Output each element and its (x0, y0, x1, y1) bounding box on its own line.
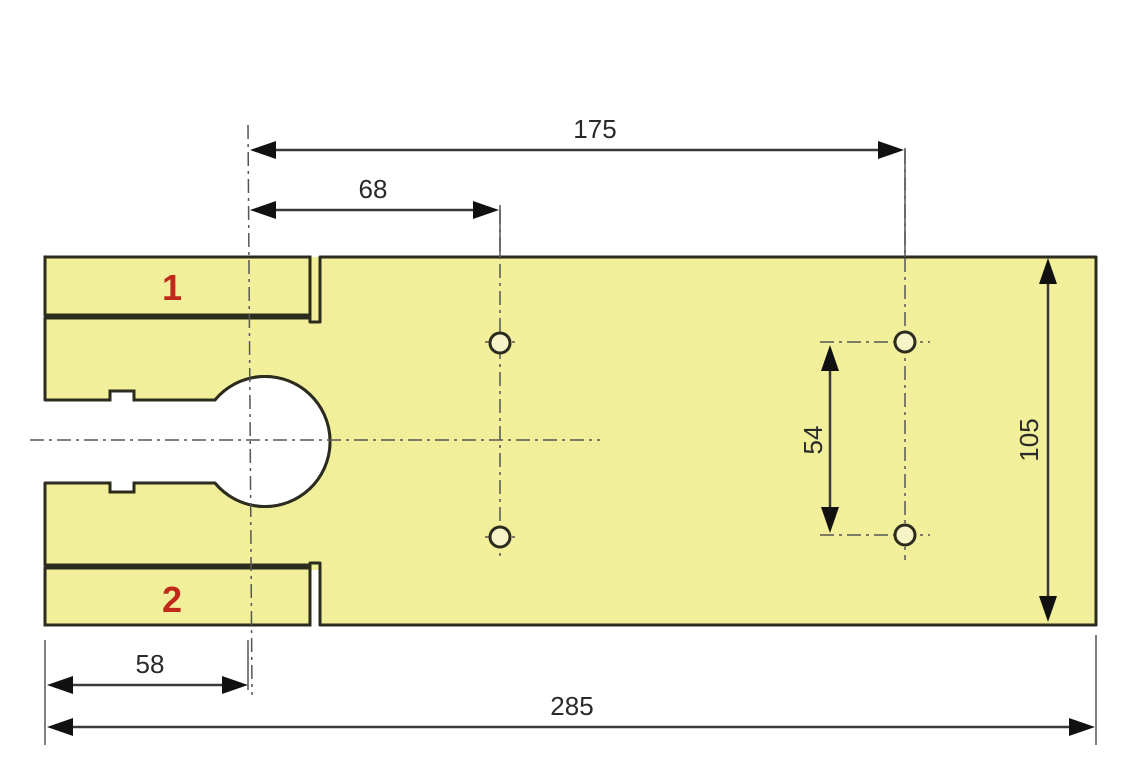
dim-label-58: 58 (136, 649, 165, 679)
extension-lines (44, 148, 1097, 745)
insert-2 (43, 566, 312, 627)
hole-icon (488, 331, 512, 355)
part-label-1: 1 (162, 267, 182, 308)
dimension-lines (47, 141, 1095, 736)
hole-icon (488, 525, 512, 549)
dim-label-175: 175 (573, 114, 616, 144)
mounting-holes (488, 330, 917, 549)
hole-icon (893, 330, 917, 354)
dim-label-105: 105 (1014, 418, 1044, 461)
dim-label-54: 54 (798, 426, 828, 455)
keyhole-slot (30, 375, 332, 508)
dim-label-285: 285 (550, 691, 593, 721)
part-label-2: 2 (162, 579, 182, 620)
dim-label-68: 68 (359, 174, 388, 204)
hole-icon (893, 523, 917, 547)
